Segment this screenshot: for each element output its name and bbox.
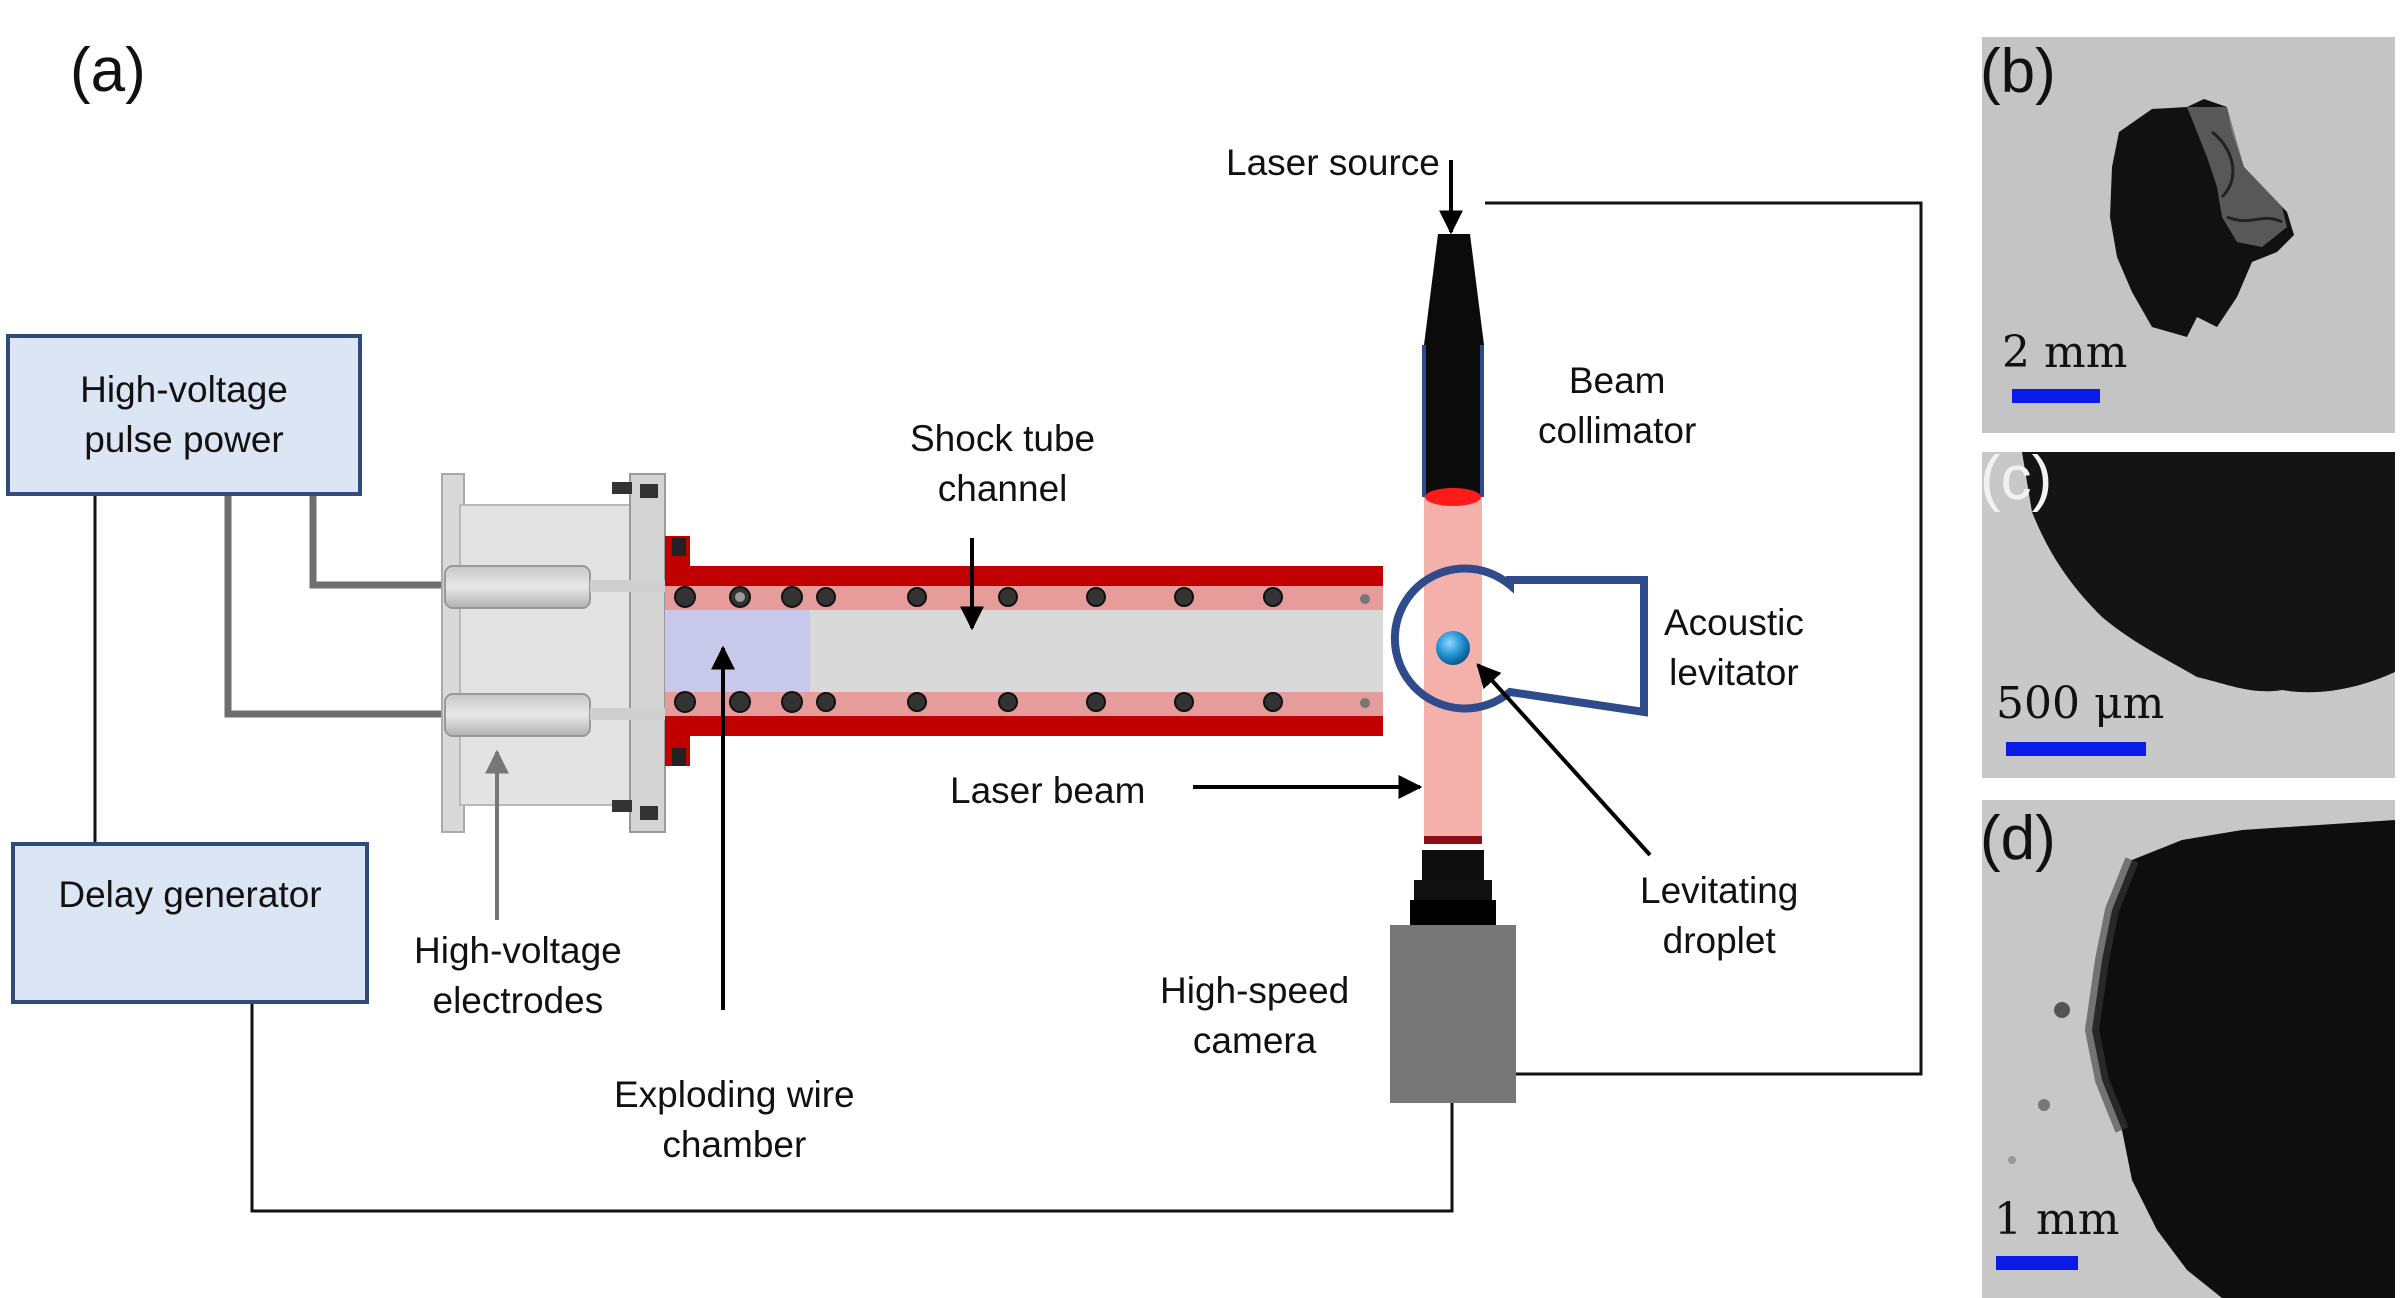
acoustic-levitator-outline bbox=[1390, 564, 1648, 717]
signal-wires bbox=[93, 201, 1923, 1213]
panel-d-label: (d) bbox=[1982, 804, 2056, 873]
photo-panel-c: (c) 500 μm bbox=[1982, 452, 2395, 778]
droplet-shape bbox=[1436, 631, 1470, 665]
atomized-cloud-image bbox=[2008, 820, 2395, 1298]
droplet-edge-image bbox=[2022, 452, 2395, 693]
exploding-wire-label: Exploding wire chamber bbox=[614, 1070, 855, 1170]
scale-d-text: 1 mm bbox=[1994, 1194, 2120, 1245]
laser-column bbox=[1390, 234, 1516, 1103]
shock-tube-line2: channel bbox=[937, 468, 1068, 509]
acoustic-levitator-label: Acoustic levitator bbox=[1664, 598, 1804, 698]
levitating-droplet-label: Levitating droplet bbox=[1640, 866, 1798, 966]
panel-b-label: (b) bbox=[1982, 37, 2056, 106]
levitating-droplet-line1: Levitating bbox=[1640, 870, 1799, 911]
acoustic-levitator-line1: Acoustic bbox=[1664, 602, 1804, 643]
panel-a-label: (a) bbox=[70, 36, 146, 105]
beam-collimator-line1: Beam bbox=[1568, 360, 1666, 401]
delay-generator-box: Delay generator bbox=[11, 842, 369, 1004]
electrodes-line2: electrodes bbox=[432, 980, 604, 1021]
arrow-droplet bbox=[1476, 663, 1652, 857]
pulse-power-line2: pulse power bbox=[84, 419, 284, 460]
electrodes-line1: High-voltage bbox=[414, 930, 622, 971]
scale-c-text: 500 μm bbox=[1996, 678, 2165, 729]
scale-b-text: 2 mm bbox=[2002, 327, 2128, 378]
high-speed-camera-line1: High-speed bbox=[1160, 970, 1350, 1011]
electrodes-label: High-voltage electrodes bbox=[414, 926, 622, 1026]
scale-b-bar bbox=[2012, 389, 2100, 403]
delay-generator-label: Delay generator bbox=[58, 874, 322, 915]
exploding-wire-line2: chamber bbox=[662, 1124, 807, 1165]
levitating-droplet-line2: droplet bbox=[1662, 920, 1776, 961]
photo-panel-d: (d) 1 mm bbox=[1982, 800, 2395, 1298]
photo-panel-b: (b) 2 mm bbox=[1982, 37, 2395, 433]
scale-c-bar bbox=[2006, 742, 2146, 756]
shock-tube-label: Shock tube channel bbox=[910, 414, 1095, 514]
pulse-power-line1: High-voltage bbox=[80, 369, 288, 410]
laser-beam-label: Laser beam bbox=[950, 770, 1146, 811]
shock-tube-line1: Shock tube bbox=[910, 418, 1096, 459]
electrode-housing bbox=[441, 473, 670, 833]
power-cables bbox=[224, 492, 450, 718]
beam-collimator-line2: collimator bbox=[1538, 410, 1697, 451]
high-speed-camera-label: High-speed camera bbox=[1160, 966, 1349, 1066]
pulse-power-box: High-voltage pulse power bbox=[6, 334, 362, 496]
fragmented-droplet-image bbox=[2110, 99, 2294, 337]
high-speed-camera-line2: camera bbox=[1192, 1020, 1317, 1061]
exploding-wire-line1: Exploding wire bbox=[614, 1074, 855, 1115]
laser-source-label: Laser source bbox=[1226, 142, 1440, 183]
shock-tube bbox=[665, 536, 1383, 766]
acoustic-levitator-line2: levitator bbox=[1669, 652, 1799, 693]
panel-c-label: (c) bbox=[1982, 452, 2053, 513]
beam-collimator-label: Beam collimator bbox=[1538, 356, 1696, 456]
scale-d-bar bbox=[1996, 1256, 2078, 1270]
